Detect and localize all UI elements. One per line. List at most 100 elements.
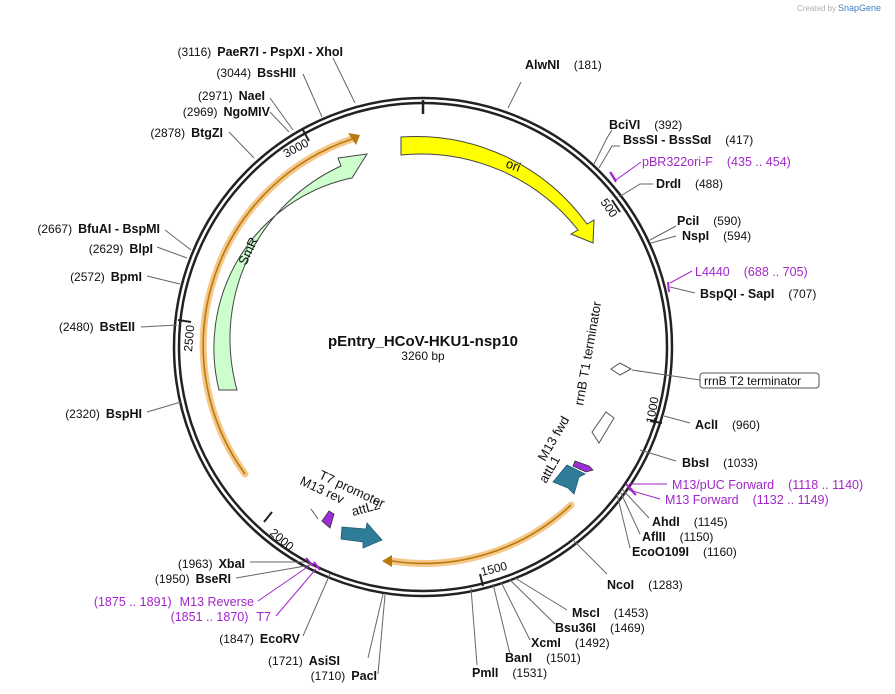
enzyme-label-ahdi[interactable]: AhdI(1145) — [652, 515, 728, 529]
primer-label-m13puc[interactable]: M13/pUC Forward(1118 .. 1140) — [672, 478, 863, 492]
leader-bseri — [235, 564, 312, 579]
primer-label-t7[interactable]: (1851 .. 1870)T7 — [171, 610, 271, 624]
primer-leaders — [257, 161, 693, 617]
attl2-marker[interactable] — [340, 522, 383, 549]
rrnb-t1-terminator-marker — [591, 411, 615, 444]
enzyme-label-msci[interactable]: MscI(1453) — [572, 606, 648, 620]
primer-label-m13fwd[interactable]: M13 Forward(1132 .. 1149) — [665, 493, 829, 507]
enzyme-label-bcivi[interactable]: BciVI(392) — [609, 118, 682, 132]
enzyme-label-naei[interactable]: (2971)NaeI — [198, 89, 265, 103]
leader-alwni — [507, 81, 522, 109]
leader-bsu36i — [508, 578, 556, 625]
enzyme-label-xbai[interactable]: (1963)XbaI — [178, 557, 245, 571]
ori-feature-arrow[interactable] — [400, 135, 595, 244]
leader-xcmi — [500, 581, 531, 641]
orf-line-left — [202, 138, 353, 475]
leader-paci — [377, 594, 386, 675]
leader-naei — [269, 97, 294, 131]
enzyme-labels-left: (3116)PaeR7I - PspXI - XhoI (3044)BssHII… — [37, 45, 377, 683]
enzyme-labels-right: AlwNI(181) BciVI(392) BssSI - BssSαI(417… — [472, 58, 816, 680]
smr-feature-arrow[interactable] — [213, 153, 368, 391]
m13-fwd-marker[interactable] — [572, 460, 594, 473]
primer-label-m13rev[interactable]: (1875 .. 1891)M13 Reverse — [94, 595, 254, 609]
enzyme-label-bani[interactable]: BanI(1501) — [505, 651, 581, 665]
enzyme-label-ncoi[interactable]: NcoI(1283) — [607, 578, 683, 592]
primer-label-pbr322[interactable]: pBR322ori-F(435 .. 454) — [642, 155, 791, 169]
mark-m13rev — [305, 557, 314, 567]
enzyme-label-bsteii[interactable]: (2480)BstEII — [59, 320, 135, 334]
rrnb-t2-terminator-marker — [610, 362, 633, 376]
leader-bfuai — [164, 229, 192, 251]
leader-drdi — [618, 183, 653, 198]
enzyme-label-eco0109i[interactable]: EcoO109I(1160) — [632, 545, 737, 559]
enzyme-label-alwni[interactable]: AlwNI(181) — [525, 58, 602, 72]
leader-bani — [492, 583, 511, 655]
leader-bspqi — [669, 286, 696, 294]
enzyme-leaders-right — [470, 81, 696, 666]
leader-bsshii — [302, 73, 323, 118]
tick-2500 — [177, 319, 192, 323]
enzyme-label-pmli[interactable]: PmlI(1531) — [472, 666, 547, 680]
leader-eco0109i — [616, 493, 631, 549]
attl2-label: attL2 — [350, 497, 382, 519]
tick-2000 — [263, 511, 273, 523]
orf-arrowhead-bottom — [382, 555, 392, 567]
leader-bsphi — [146, 401, 182, 413]
enzyme-label-bspqi[interactable]: BspQI - SapI(707) — [700, 287, 816, 301]
leader-msci — [514, 577, 568, 611]
enzyme-label-bsu36i[interactable]: Bsu36I(1469) — [555, 621, 645, 635]
leader-btgzi — [228, 131, 255, 159]
enzyme-label-ngomiv[interactable]: (2969)NgoMIV — [183, 105, 271, 119]
primer-labels: pBR322ori-F(435 .. 454) L4440(688 .. 705… — [94, 155, 863, 624]
backbone-outer-circle — [172, 96, 674, 598]
enzyme-label-aflii[interactable]: AflII(1150) — [642, 530, 713, 544]
enzyme-label-bseri[interactable]: (1950)BseRI — [155, 572, 231, 586]
leader-pmli — [470, 587, 478, 666]
leader-acli — [663, 415, 691, 424]
enzyme-label-xcmi[interactable]: XcmI(1492) — [531, 636, 610, 650]
plasmid-name: pEntry_HCoV-HKU1-nsp10 — [328, 333, 518, 350]
leader-bsteii — [140, 324, 178, 328]
enzyme-label-bsssi[interactable]: BssSI - BssSαI(417) — [623, 133, 753, 147]
orf-line-bottom — [391, 504, 572, 565]
rrnb-t2-label: rrnB T2 terminator — [704, 374, 801, 388]
enzyme-label-bbsi[interactable]: BbsI(1033) — [682, 456, 758, 470]
leader-pcii — [649, 225, 677, 241]
plasmid-length: 3260 bp — [401, 349, 445, 363]
leader-ngomiv — [269, 111, 290, 133]
orf-arrowhead-left — [348, 133, 360, 145]
tick-label-1500: 1500 — [479, 559, 509, 579]
enzyme-label-bsshii[interactable]: (3044)BssHII — [216, 66, 296, 80]
primer-label-l4440[interactable]: L4440(688 .. 705) — [695, 265, 808, 279]
tick-3000 — [302, 129, 310, 142]
enzyme-label-bfuai[interactable]: (2667)BfuAI - BspMI — [37, 222, 160, 236]
tick-label-2000: 2000 — [267, 526, 297, 554]
snapgene-logo: SnapGene — [838, 3, 881, 13]
tick-500 — [611, 199, 621, 213]
enzyme-label-blpi[interactable]: (2629)BlpI — [89, 242, 153, 256]
enzyme-label-btgzi[interactable]: (2878)BtgZI — [150, 126, 223, 140]
leader-nspi — [650, 235, 677, 244]
enzyme-label-asisi[interactable]: (1721)AsiSI — [268, 654, 340, 668]
attl1-marker[interactable] — [552, 464, 586, 495]
enzyme-label-bpmi[interactable]: (2572)BpmI — [70, 270, 142, 284]
enzyme-label-paci[interactable]: (1710)PacI — [311, 669, 377, 683]
leader-ecorv — [302, 573, 331, 637]
orf-highlight-bottom — [388, 501, 575, 567]
enzyme-label-drdi[interactable]: DrdI(488) — [656, 177, 723, 191]
tick-1500 — [479, 573, 484, 587]
leader-aflii — [619, 490, 641, 535]
enzyme-label-pcii[interactable]: PciI(590) — [677, 214, 741, 228]
m13-rev-marker[interactable] — [321, 510, 335, 529]
enzyme-label-ecorv[interactable]: (1847)EcoRV — [219, 632, 300, 646]
enzyme-label-paer7i[interactable]: (3116)PaeR7I - PspXI - XhoI — [177, 45, 343, 59]
enzyme-label-nspi[interactable]: NspI(594) — [682, 229, 751, 243]
leader-t7 — [275, 568, 317, 617]
enzyme-label-bsphi[interactable]: (2320)BspHI — [65, 407, 142, 421]
tick-label-2500: 2500 — [181, 324, 197, 352]
leader-ahdi — [621, 488, 650, 519]
rrnb-t2-label-box[interactable] — [699, 372, 820, 389]
enzyme-label-acli[interactable]: AclI(960) — [695, 418, 760, 432]
mark-m13fwd — [628, 487, 637, 496]
